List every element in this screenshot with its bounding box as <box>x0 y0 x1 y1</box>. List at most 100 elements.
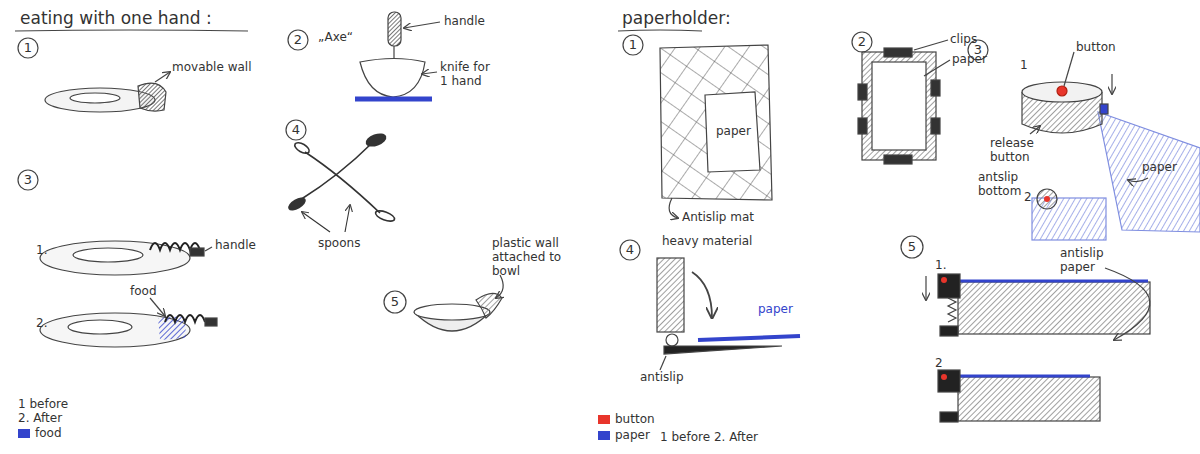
clamp-sketch <box>938 370 960 392</box>
annotation-label: knife for 1 hand <box>440 60 496 88</box>
frame-sketch <box>872 62 926 150</box>
spoons-sketch <box>293 141 311 156</box>
frame-sketch <box>884 155 912 164</box>
callout-number: 5 <box>391 295 399 309</box>
annotation-label: clips <box>950 32 977 46</box>
clamp-sketch <box>926 268 1150 422</box>
plate-sketch <box>155 72 170 82</box>
clamp-sketch <box>960 280 1148 283</box>
clamp-sketch <box>925 276 926 300</box>
frame-sketch <box>884 48 912 57</box>
callout-number: 2 <box>858 35 866 49</box>
plate-sketch <box>205 318 217 326</box>
weight-sketch <box>1022 82 1102 102</box>
section-heading: paperholder: <box>622 8 731 28</box>
knife-sketch <box>360 59 425 98</box>
annotation-label: 1 before <box>18 397 68 411</box>
annotation-label: 1. <box>36 243 47 257</box>
plate-sketch <box>150 298 165 316</box>
legend-text: button <box>615 412 655 426</box>
number-circle <box>620 240 640 260</box>
clamp-sketch <box>940 326 958 336</box>
annotation-label: paper <box>716 124 751 138</box>
knife-sketch <box>355 12 440 99</box>
callout-number: 4 <box>292 123 300 137</box>
clamp-sketch <box>938 274 960 298</box>
legend-swatch <box>18 429 30 438</box>
number-circle <box>384 291 406 313</box>
spoons-sketch <box>287 196 307 212</box>
annotation-label: plastic wall attached to bowl <box>492 236 564 278</box>
number-circle <box>18 30 988 313</box>
annotation-label: antislip <box>640 370 684 384</box>
knife-sketch <box>404 22 440 28</box>
knife-sketch <box>422 72 437 74</box>
heading-underline <box>15 30 702 31</box>
clamp-sketch <box>657 258 800 370</box>
annotation-label: 1. <box>935 258 946 272</box>
clamp-sketch <box>698 336 800 340</box>
legend-text: food <box>35 426 62 440</box>
annotation-label: release button <box>990 136 1048 164</box>
clamp-sketch <box>960 375 1090 378</box>
number-circle <box>288 30 308 50</box>
clamp-sketch <box>940 412 958 422</box>
mat-sketch <box>705 92 760 172</box>
weight-sketch <box>1022 52 1200 240</box>
annotation-label: handle <box>215 238 256 252</box>
heading-underline <box>15 30 248 31</box>
weight-sketch <box>1100 104 1108 114</box>
legend-swatch <box>598 431 610 440</box>
annotation-label: 2. After <box>18 411 62 425</box>
callout-number: 2 <box>294 33 302 47</box>
plate-sketch <box>73 248 143 262</box>
mat-sketch <box>660 45 772 200</box>
plate-sketch <box>158 316 186 340</box>
clamp-sketch <box>1105 268 1150 340</box>
clamp-sketch <box>941 374 947 380</box>
plate-sketch <box>70 93 120 103</box>
weight-sketch <box>1128 178 1148 182</box>
weight-sketch <box>1030 126 1040 134</box>
clamp-sketch <box>664 346 782 354</box>
mat-sketch <box>669 198 678 218</box>
callout-number: 5 <box>908 240 916 254</box>
annotation-label: 2 <box>1024 190 1032 204</box>
annotation-label: „Axe“ <box>318 30 353 44</box>
plate-sketch <box>40 241 217 347</box>
plate-sketch <box>205 247 212 251</box>
number-circle <box>623 35 643 55</box>
number-circle <box>18 38 38 58</box>
annotation-label: 2. <box>36 316 47 330</box>
plate-sketch <box>68 320 132 334</box>
legend-entry: food <box>18 426 62 440</box>
bowl-sketch <box>496 275 503 298</box>
knife-sketch <box>388 12 401 46</box>
legend-swatch <box>598 415 610 424</box>
annotation-label: Antislip mat <box>682 210 754 224</box>
weight-sketch <box>1037 189 1057 209</box>
spoons-sketch <box>302 212 330 232</box>
annotation-label: food <box>130 284 157 298</box>
number-circle <box>18 170 38 190</box>
clamp-sketch <box>660 356 666 370</box>
clamp-sketch <box>958 377 1100 421</box>
legend-entry: paper <box>598 428 650 442</box>
number-circle <box>286 120 306 140</box>
annotation-label: paper <box>1142 160 1177 174</box>
clamp-sketch <box>657 258 684 332</box>
bowl-sketch <box>414 304 490 320</box>
annotation-label: 1 before 2. After <box>660 430 758 444</box>
frame-sketch <box>862 52 936 160</box>
clamp-sketch <box>958 282 1150 334</box>
annotation-label: movable wall <box>172 60 251 74</box>
weight-sketch <box>1057 86 1067 96</box>
weight-sketch <box>1044 196 1050 202</box>
plate-sketch <box>138 83 166 111</box>
clamp-sketch <box>692 272 712 318</box>
annotation-label: 2 <box>935 356 943 370</box>
annotation-label: heavy material <box>662 234 752 248</box>
spoons-sketch <box>287 132 396 232</box>
frame-sketch <box>924 60 950 76</box>
mat-sketch <box>660 45 772 218</box>
